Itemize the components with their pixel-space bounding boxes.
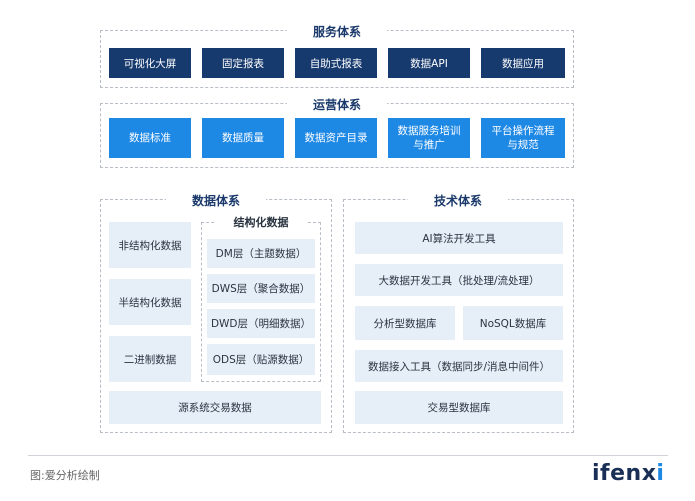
operation-item-asset-catalog: 数据资产目录: [295, 118, 377, 158]
service-item-data-app: 数据应用: [481, 48, 565, 78]
dws-layer: DWS层（聚合数据）: [207, 274, 315, 303]
service-item-self-service-report: 自助式报表: [295, 48, 377, 78]
source-transaction-data: 源系统交易数据: [109, 391, 321, 424]
operation-item-training-label: 数据服务培训 与推广: [397, 125, 461, 151]
operation-system-title: 运营体系: [287, 96, 387, 113]
operation-item-training: 数据服务培训 与推广: [388, 118, 470, 158]
dwd-layer: DWD层（明细数据）: [207, 309, 315, 338]
semi-structured-data: 半结构化数据: [109, 279, 191, 325]
operation-item-process-label: 平台操作流程 与规范: [491, 125, 555, 151]
footer-source: 图:爱分析绘制: [30, 469, 100, 482]
ingest-tools: 数据接入工具（数据同步/消息中间件）: [355, 350, 563, 382]
transaction-database: 交易型数据库: [355, 391, 563, 424]
footer-divider: [28, 455, 668, 456]
ods-layer: ODS层（贴源数据）: [207, 344, 315, 375]
service-system-title: 服务体系: [287, 23, 387, 40]
nosql-database: NoSQL数据库: [463, 306, 563, 340]
operation-item-standard: 数据标准: [109, 118, 191, 158]
logo-main-text: ifenx: [592, 461, 657, 486]
service-item-data-api: 数据API: [388, 48, 470, 78]
dm-layer: DM层（主题数据）: [207, 239, 315, 268]
tech-system-title: 技术体系: [408, 192, 508, 209]
operation-item-quality: 数据质量: [202, 118, 284, 158]
bigdata-tools: 大数据开发工具（批处理/流处理）: [355, 264, 563, 296]
unstructured-data: 非结构化数据: [109, 222, 191, 268]
analytic-database: 分析型数据库: [355, 306, 455, 340]
binary-data: 二进制数据: [109, 336, 191, 382]
service-item-dashboard: 可视化大屏: [109, 48, 191, 78]
service-item-fixed-report: 固定报表: [202, 48, 284, 78]
structured-data-title: 结构化数据: [216, 214, 306, 230]
operation-item-process: 平台操作流程 与规范: [481, 118, 565, 158]
logo-accent-text: i: [656, 461, 665, 486]
ifenxi-logo: ifenxi: [592, 461, 664, 486]
data-system-title: 数据体系: [166, 192, 266, 209]
ai-tools: AI算法开发工具: [355, 222, 563, 254]
